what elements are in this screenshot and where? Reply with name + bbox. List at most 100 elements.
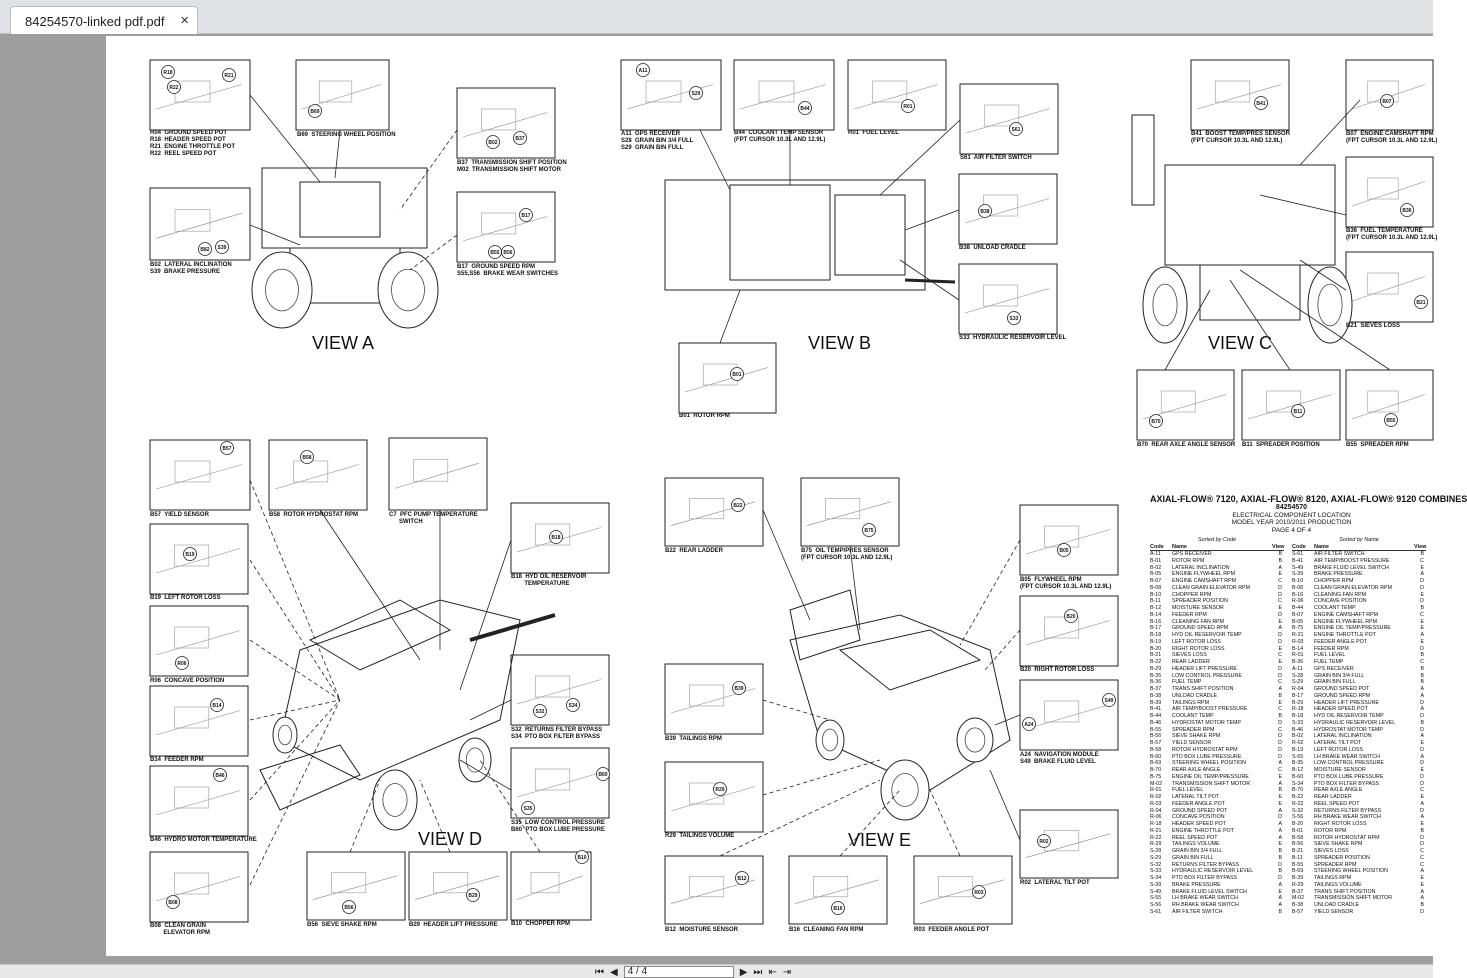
document-tab[interactable]: 84254570-linked pdf.pdf ×: [10, 6, 198, 35]
caption: B29 HEADER LIFT PRESSURE: [409, 922, 498, 928]
rear-platform-iso: [789, 589, 861, 661]
legend-view: C: [1420, 787, 1424, 794]
close-icon[interactable]: ×: [180, 12, 189, 29]
callout-bubble: [1414, 295, 1428, 309]
caption: B10 CHOPPER RPM: [511, 921, 571, 927]
legend-view: A: [1278, 881, 1282, 888]
detail-inset: [1345, 251, 1434, 323]
view-a-label: VIEW A: [312, 333, 375, 353]
legend-name: AIR TEMP/BOOST PRESSURE: [1172, 706, 1248, 713]
last-page-icon[interactable]: ⏭: [753, 966, 763, 978]
leader-line: [959, 539, 1021, 646]
caption: B38 UNLOAD CRADLE: [959, 245, 1026, 251]
callout-label: B58: [302, 455, 311, 461]
legend-name: RIGHT ROTOR LOSS: [1172, 645, 1225, 652]
legend-name: CLEANING FAN RPM: [1314, 591, 1367, 598]
legend-code: S-34: [1292, 780, 1304, 787]
legend-code: B-07: [1150, 578, 1162, 584]
detail-inset: [664, 663, 764, 735]
detail-sketch: [1367, 177, 1399, 200]
legend-name: TAILINGS VOLUME: [1314, 881, 1362, 888]
callout-label: B02: [488, 140, 497, 146]
legend-code: S-56: [1292, 814, 1304, 821]
callout-bubble: [735, 871, 749, 885]
leader-line: [989, 769, 1021, 841]
legend-code: S-55: [1292, 753, 1304, 760]
view-e-label: VIEW E: [848, 830, 912, 850]
page-number-field[interactable]: 4 / 4: [623, 966, 734, 978]
caption: R02 LATERAL TILT POT: [1020, 880, 1090, 886]
detail-inset: [510, 654, 610, 726]
legend-code: R-01: [1292, 652, 1304, 659]
leader-line: [849, 545, 861, 631]
rim-outline: [277, 724, 292, 746]
legend-view: B: [1278, 854, 1282, 861]
legend-view: D: [1420, 584, 1424, 591]
callout-label: B44: [800, 106, 809, 112]
legend-code: B-16: [1150, 618, 1162, 625]
rim-outline: [1317, 283, 1343, 327]
legend-view: A: [1420, 632, 1424, 638]
legend-code: S-56: [1150, 902, 1162, 908]
legend-view: E: [1420, 875, 1424, 881]
callout-label: S33: [1010, 316, 1019, 322]
legend-name: PTO BOX LUBE PRESSURE: [1314, 773, 1384, 780]
prev-page-icon[interactable]: ◀: [610, 966, 618, 978]
tire-outline: [372, 769, 418, 831]
first-page-icon[interactable]: ⏮: [595, 966, 604, 978]
legend-view: D: [1278, 861, 1282, 868]
detail-inset: [1345, 156, 1434, 228]
rim-outline: [964, 727, 986, 753]
caption: S32 RETURNS FILTER BYPASS S34 PTO BOX FI…: [511, 727, 603, 740]
callout-label: B18: [551, 535, 560, 541]
legend-name: REEL SPEED POT: [1172, 834, 1218, 841]
legend-code: R-02: [1150, 794, 1162, 800]
legend-code: S-39: [1150, 881, 1162, 888]
legend-code: S-32: [1292, 807, 1304, 814]
prev-view-icon[interactable]: ⇤: [768, 966, 777, 978]
legend-view: C: [1278, 726, 1282, 733]
leader-line: [984, 629, 1021, 671]
callout-label: B38: [980, 209, 989, 215]
rim-outline: [265, 268, 299, 312]
detail-sketch: [155, 84, 243, 110]
callout-label: B19: [185, 552, 194, 558]
tire-outline: [251, 251, 313, 329]
callout-bubble: [713, 782, 727, 796]
caption: B69 STEERING WHEEL POSITION: [297, 132, 396, 138]
detail-sketch: [689, 684, 725, 707]
legend-code: R-04: [1292, 686, 1304, 692]
legend-view: A: [1420, 686, 1424, 692]
caption: B16 CLEANING FAN RPM: [789, 927, 864, 933]
detail-inset: [1019, 504, 1119, 576]
next-page-icon[interactable]: ▶: [739, 966, 748, 978]
legend-name: CONCAVE POSITION: [1172, 814, 1225, 821]
legend-name: REAR LADDER: [1314, 794, 1352, 800]
legend-view: E: [1420, 881, 1424, 888]
leader-line: [249, 699, 341, 886]
callout-label: B14: [212, 703, 221, 709]
next-view-icon[interactable]: ⇥: [782, 966, 792, 978]
caption: R03 FEEDER ANGLE POT: [914, 927, 990, 933]
detail-sketch: [1025, 704, 1111, 730]
detail-inset: [149, 439, 251, 511]
callout-label: S61: [1012, 127, 1021, 133]
